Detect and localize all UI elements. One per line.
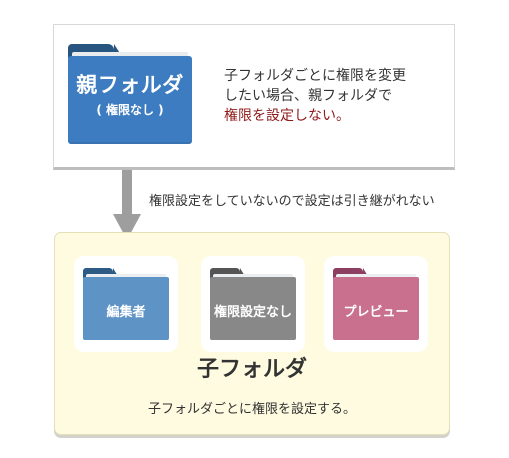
folder-tab — [83, 268, 119, 278]
folder-body — [333, 277, 419, 340]
folder-body — [83, 277, 169, 340]
child-folder-label: プレビュー — [343, 305, 409, 320]
child-folder-label: 権限設定なし — [213, 305, 292, 320]
parent-folder-panel: 親フォルダ ( 権限なし ) 子フォルダごとに権限を変更 したい場合、親フォルダ… — [53, 24, 455, 170]
child-folder-title: 子フォルダ — [196, 357, 307, 382]
child-folder-tile-preview: プレビュー — [324, 256, 428, 352]
parent-desc-line-3-highlight: 権限を設定しない。 — [224, 108, 350, 124]
child-folder-label: 編集者 — [106, 305, 146, 320]
parent-folder-permission-note: ( 権限なし ) — [96, 103, 164, 117]
child-folder-panel: 編集者 権限設定なし プレビュー 子フォルダ 子フォルダごとに権限を設定する。 — [54, 232, 450, 435]
gray-folder-icon: 権限設定なし — [210, 268, 296, 340]
parent-desc-line-1: 子フォルダごとに権限を変更 — [224, 68, 406, 84]
down-arrow-shaft — [122, 170, 132, 216]
parent-description: 子フォルダごとに権限を変更 したい場合、親フォルダで 権限を設定しない。 — [224, 66, 406, 126]
child-folder-description: 子フォルダごとに権限を設定する。 — [147, 402, 356, 417]
inheritance-note: 権限設定をしていないので設定は引き継がれない — [149, 194, 435, 209]
folder-tab — [210, 268, 246, 278]
blue-folder-icon: 編集者 — [83, 268, 169, 340]
parent-desc-line-2: したい場合、親フォルダで — [224, 88, 392, 104]
pink-folder-icon: プレビュー — [333, 268, 419, 340]
parent-folder-name: 親フォルダ — [76, 73, 184, 97]
folder-body — [68, 56, 192, 144]
parent-folder-icon: 親フォルダ ( 権限なし ) — [68, 44, 192, 144]
child-folder-tile-no-permission: 権限設定なし — [201, 256, 305, 352]
child-folder-tile-editor: 編集者 — [74, 256, 178, 352]
folder-tab — [333, 268, 369, 278]
folder-body — [210, 277, 296, 340]
